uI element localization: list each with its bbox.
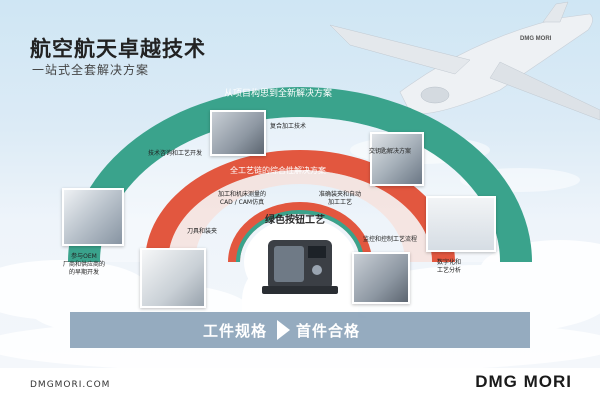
label-measure: 监控和控制工艺流程 xyxy=(363,236,418,243)
footer-url[interactable]: DMGMORI.COM xyxy=(30,380,111,390)
label-oem: 参与OEM 厂商和供应商的 的早期开发 xyxy=(63,253,106,276)
bottom-band xyxy=(70,312,530,348)
photo-digital-analysis xyxy=(426,196,496,252)
outer-arc-band xyxy=(68,87,532,262)
outer-arc-title: 从项目构思到全新解决方案 xyxy=(224,89,333,99)
label-tooling: 刀具和装夹 xyxy=(187,228,218,235)
arrow-right-icon xyxy=(277,320,290,340)
label-auto: 准确装夹和自动 加工工艺 xyxy=(319,191,362,206)
bottom-right-text: 首件合格 xyxy=(296,322,361,340)
airplane-graphic: DMG MORI xyxy=(329,1,600,121)
svg-text:DMG MORI: DMG MORI xyxy=(520,36,552,42)
photo-engineers-meeting xyxy=(62,188,124,246)
inner-ring-green xyxy=(236,210,364,263)
photo-measurement xyxy=(352,252,410,304)
photo-machining-head xyxy=(210,110,266,156)
brand-logo: DMG MORI xyxy=(475,372,572,391)
inner-ring-title: 绿色按钮工艺 xyxy=(265,215,325,226)
page-title: 航空航天卓越技术 xyxy=(30,37,206,61)
machine-tool-icon xyxy=(262,240,338,294)
photo-tooling xyxy=(140,248,206,308)
photo-turnkey-line xyxy=(370,132,424,186)
label-tech-dev: 技术咨询和工艺开发 xyxy=(148,150,203,157)
bottom-left-text: 工件规格 xyxy=(203,322,268,340)
middle-arc-title: 全工艺链的综合性解决方案 xyxy=(230,166,326,175)
label-turnkey: 交钥匙解决方案 xyxy=(369,148,412,155)
inner-ring-outer xyxy=(228,202,372,262)
label-coating: 复合加工技术 xyxy=(270,123,307,130)
page-subtitle: 一站式全套解决方案 xyxy=(32,63,150,77)
label-cadcam: 加工和机床测量的 CAD / CAM仿真 xyxy=(218,191,267,206)
middle-arc-field xyxy=(168,170,432,262)
label-digital: 数字化和 工艺分析 xyxy=(437,259,462,274)
